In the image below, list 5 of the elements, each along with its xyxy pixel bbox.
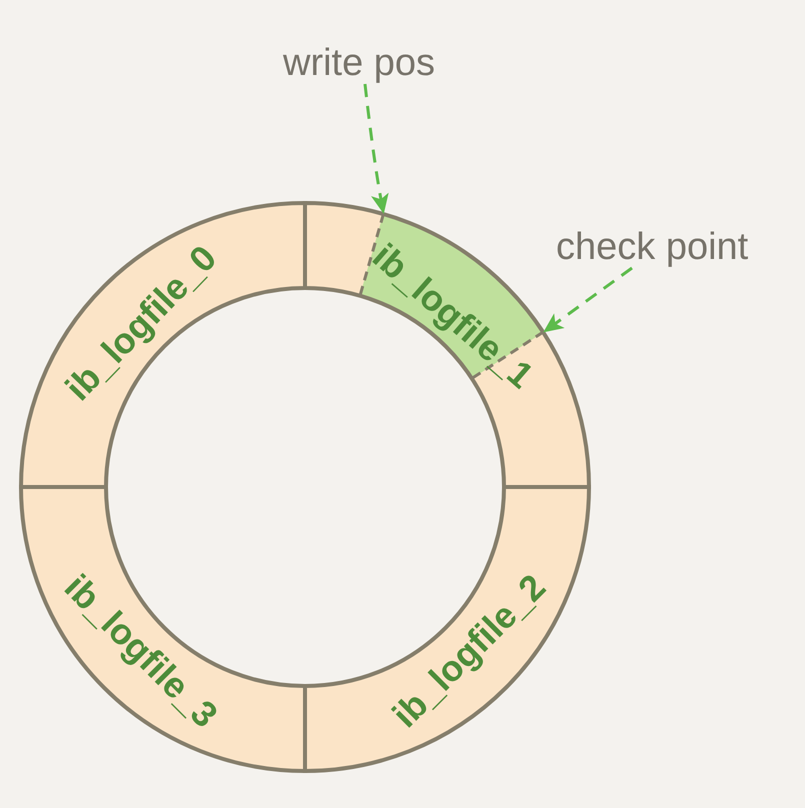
leader-arrow — [543, 266, 633, 333]
leader-arrow — [364, 84, 389, 214]
pointer-label: write pos — [283, 44, 436, 82]
pointer-label: check point — [556, 228, 748, 266]
ring-segment — [303, 485, 591, 773]
